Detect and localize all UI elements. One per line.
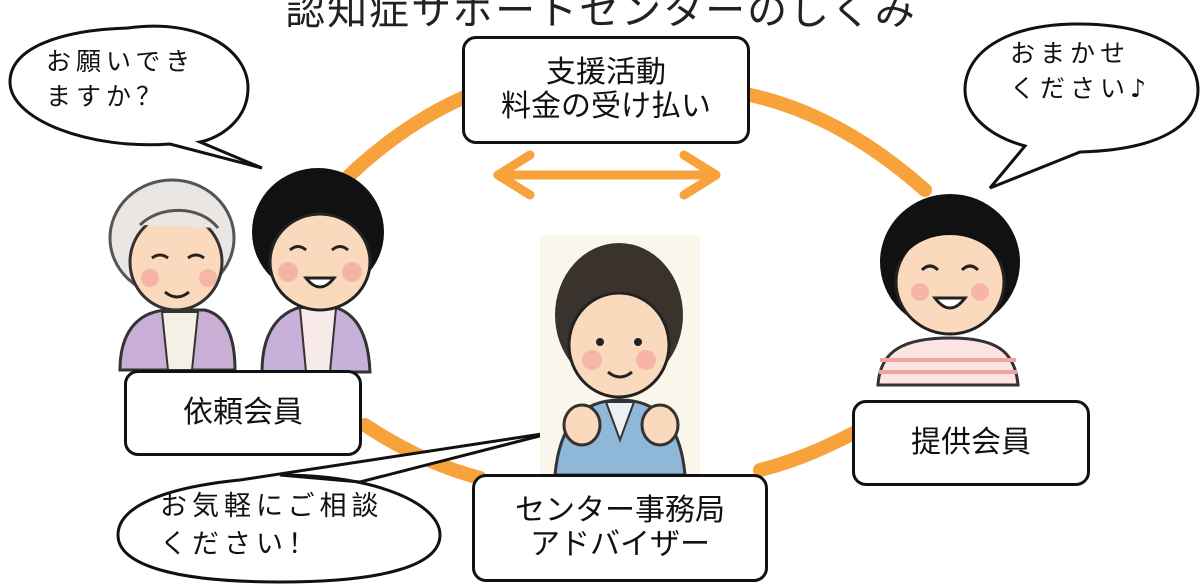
provider-member-box: 提供会員 [852, 400, 1090, 486]
office-speech-line2: ください！ [160, 528, 320, 560]
requester-speech-line2: ますか？ [46, 82, 167, 111]
center-activity-line1: 支援活動 [546, 55, 666, 91]
elderly-woman-figure [108, 178, 237, 372]
speech-bubble-requester [8, 24, 263, 170]
requester-member-box: 依頼会員 [124, 370, 362, 456]
speech-bubble-office [116, 430, 556, 584]
speech-bubble-provider [963, 22, 1200, 190]
center-office-line1: センター事務局 [515, 493, 725, 529]
requester-speech-line1: お願いでき [46, 47, 196, 76]
center-office-line2: アドバイザー [530, 527, 710, 562]
provider-girl-figure [876, 194, 1020, 387]
center-activity-box: 支援活動 料金の受け払い [462, 36, 750, 144]
family-woman-figure [252, 168, 384, 374]
requester-speech: お願いでき ますか？ [46, 44, 195, 114]
page-title: 認知症サポートセンターのしくみ [285, 0, 917, 34]
requester-member-label: 依頼会員 [183, 395, 303, 431]
provider-member-label: 提供会員 [911, 425, 1031, 461]
provider-speech-line1: おまかせ [1010, 39, 1131, 68]
center-office-box: センター事務局 アドバイザー [472, 474, 768, 582]
office-speech: お気軽にご相談 ください！ [160, 488, 383, 564]
double-arrow-icon [493, 150, 721, 200]
provider-speech-line2: ください♪ [1010, 74, 1151, 103]
center-activity-line2: 料金の受け払い [501, 89, 711, 124]
office-speech-line1: お気軽にご相談 [160, 491, 384, 522]
provider-speech: おまかせ ください♪ [1010, 36, 1151, 106]
adviser-staff-figure [540, 235, 700, 477]
